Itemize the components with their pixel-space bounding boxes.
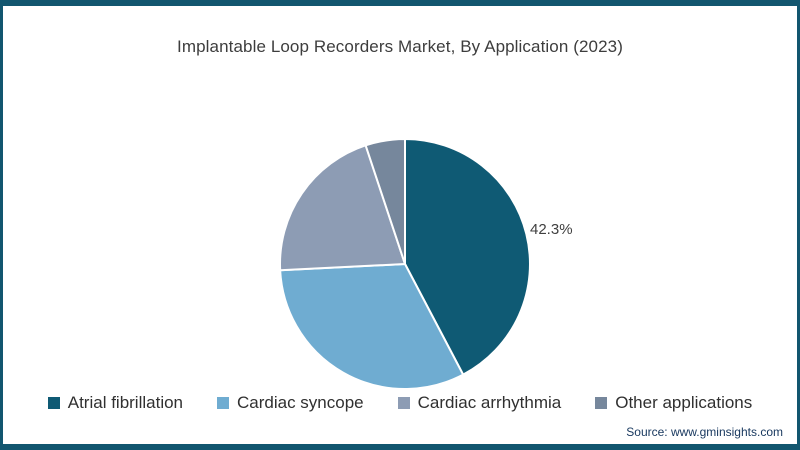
pie-svg — [279, 138, 531, 390]
legend-swatch-icon — [595, 397, 608, 409]
legend-label: Atrial fibrillation — [67, 393, 183, 412]
legend-swatch-icon — [217, 397, 229, 409]
source-attribution: Source: www.gminsights.com — [626, 425, 783, 439]
pie-chart — [272, 131, 538, 397]
pie-slice-other-applications — [364, 138, 406, 265]
chart-legend: Atrial fibrillation Cardiac syncope Card… — [3, 393, 797, 413]
pie-slice-value-label: 42.3% — [530, 221, 573, 238]
legend-item-cardiac-arrhythmia: Cardiac arrhythmia — [397, 393, 562, 413]
legend-item-atrial-fibrillation: Atrial fibrillation — [47, 393, 183, 413]
legend-swatch-icon — [397, 397, 410, 409]
pie-slice-atrial-fibrillation — [404, 138, 531, 376]
pie-slice-cardiac-syncope — [279, 263, 465, 390]
legend-label: Other applications — [615, 393, 753, 412]
pie-slice-cardiac-arrhythmia — [279, 144, 406, 272]
legend-label: Cardiac arrhythmia — [417, 393, 562, 412]
legend-label: Cardiac syncope — [237, 393, 364, 412]
legend-item-other-applications: Other applications — [595, 393, 752, 413]
chart-title: Implantable Loop Recorders Market, By Ap… — [177, 37, 623, 56]
legend-swatch-icon — [47, 397, 60, 409]
legend-item-cardiac-syncope: Cardiac syncope — [217, 393, 364, 413]
